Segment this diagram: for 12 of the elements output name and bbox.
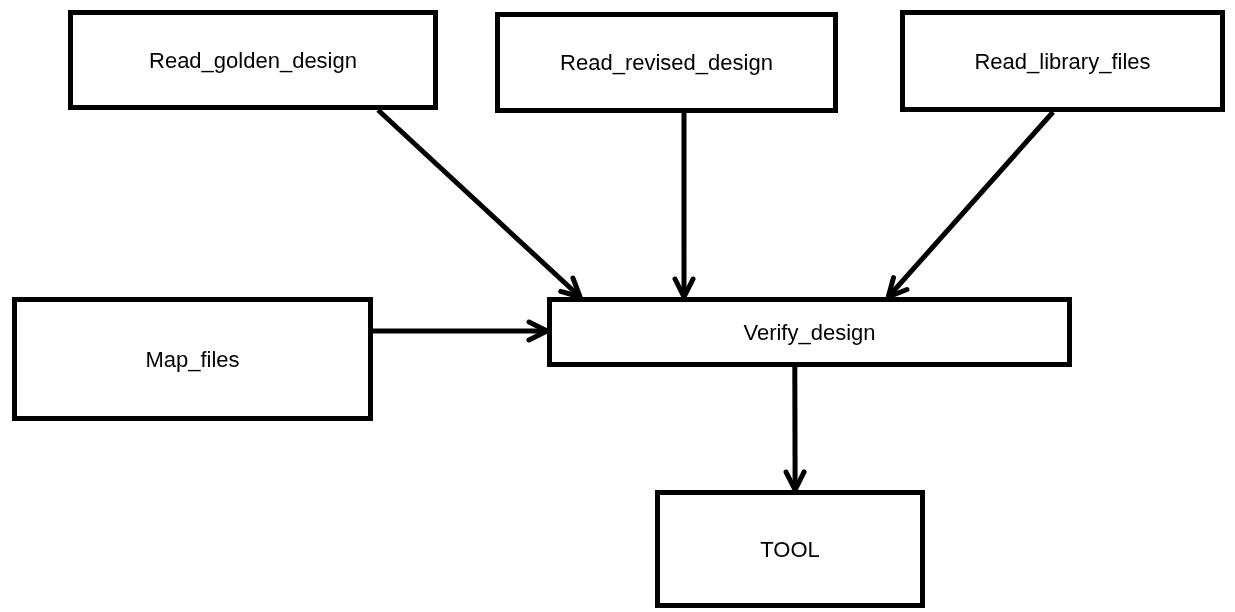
process-box bbox=[900, 10, 1225, 112]
box-label: Read_library_files bbox=[974, 47, 1151, 76]
box-label: Verify_design bbox=[743, 318, 876, 347]
process-box bbox=[68, 10, 438, 110]
process-box bbox=[12, 297, 373, 421]
box-label: Read_golden_design bbox=[149, 46, 357, 75]
process-box bbox=[495, 12, 838, 113]
process-box bbox=[655, 490, 925, 608]
box-label: Read_revised_design bbox=[560, 49, 773, 77]
process-box bbox=[547, 297, 1072, 367]
box-label: Map_files bbox=[145, 345, 240, 374]
box-label: TOOL bbox=[760, 535, 820, 564]
